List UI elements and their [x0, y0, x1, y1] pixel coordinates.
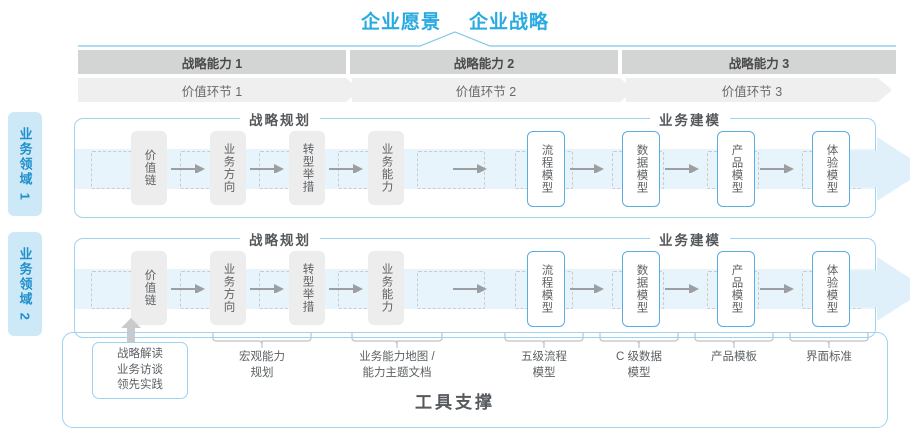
node-business-direction-2[interactable]: 业务方向 [210, 251, 246, 325]
node-business-capability-2[interactable]: 业务能力 [368, 251, 404, 325]
domain1-arrow-7 [760, 164, 794, 173]
tool-label-capability-map: 业务能力地图 /能力主题文档 [359, 350, 434, 381]
tool-label-text: C 级数据模型 [616, 351, 662, 379]
node-product-model-1[interactable]: 产品模型 [717, 131, 755, 207]
tool-label-ui-standard: 界面标准 [806, 350, 852, 366]
capability-cell-1: 战略能力 1 [78, 50, 346, 74]
node-business-capability-1[interactable]: 业务能力 [368, 131, 404, 205]
value-band-shapes [78, 78, 892, 102]
tool-label-five-level-process: 五级流程模型 [521, 350, 567, 381]
node-label: 产品模型 [730, 264, 743, 314]
capability-label-3: 战略能力 3 [728, 56, 790, 71]
value-link-cell-2: 价值环节 2 [352, 78, 620, 102]
section-title-business-modeling-2: 业务建模 [650, 229, 730, 249]
node-label: 转型举措 [301, 143, 314, 193]
value-link-label-3: 价值环节 3 [721, 84, 783, 99]
value-link-label-1: 价值环节 1 [181, 84, 243, 99]
node-label: 价值链 [143, 149, 156, 187]
section-title-text: 业务建模 [659, 233, 721, 248]
domain2-arrow-4 [453, 284, 487, 293]
domain-tab-label-2: 业务领域 2 [17, 246, 33, 322]
node-label: 业务方向 [222, 143, 235, 193]
value-link-cell-3: 价值环节 3 [626, 78, 878, 102]
tool-pill-text: 战略解读业务访谈领先实践 [117, 348, 163, 392]
capability-cell-3: 战略能力 3 [622, 50, 896, 74]
node-value-chain-1[interactable]: 价值链 [131, 131, 167, 205]
capability-label-1: 战略能力 1 [181, 56, 243, 71]
node-label: 数据模型 [635, 264, 648, 314]
node-label: 业务方向 [222, 263, 235, 313]
node-process-model-1[interactable]: 流程模型 [527, 131, 565, 207]
node-value-chain-2[interactable]: 价值链 [131, 251, 167, 325]
node-label: 转型举措 [301, 263, 314, 313]
vision-strategy-header: 企业愿景 企业战略 [0, 6, 910, 34]
node-data-model-2[interactable]: 数据模型 [622, 251, 660, 327]
node-transformation-1[interactable]: 转型举措 [289, 131, 325, 205]
header-connector-lines [78, 31, 896, 47]
section-title-business-modeling-1: 业务建模 [650, 109, 730, 129]
enterprise-strategy-title: 企业战略 [469, 11, 550, 33]
tool-label-text: 界面标准 [806, 351, 852, 363]
domain1-arrow-2 [250, 164, 284, 173]
tool-label-product-template: 产品模板 [711, 350, 757, 366]
capability-label-2: 战略能力 2 [453, 56, 515, 71]
domain2-arrow-1 [171, 284, 205, 293]
tool-label-text: 业务能力地图 /能力主题文档 [359, 351, 435, 379]
node-label: 流程模型 [540, 264, 553, 314]
domain-row-2: 价值链 业务方向 转型举措 业务能力 流程模型 数据模型 产品模型 体验模型 [74, 229, 910, 338]
node-label: 流程模型 [540, 144, 553, 194]
value-link-band: 价值环节 1 价值环节 2 价值环节 3 [78, 78, 896, 102]
node-product-model-2[interactable]: 产品模型 [717, 251, 755, 327]
tool-pill-strategy-interpretation[interactable]: 战略解读业务访谈领先实践 [92, 342, 188, 399]
domain2-arrow-7 [760, 284, 794, 293]
node-label: 体验模型 [825, 264, 838, 314]
tool-label-text: 产品模板 [711, 351, 757, 363]
domain1-arrow-6 [665, 164, 699, 173]
node-label: 价值链 [143, 269, 156, 307]
node-label: 业务能力 [380, 263, 393, 313]
node-business-direction-1[interactable]: 业务方向 [210, 131, 246, 205]
domain1-arrow-4 [453, 164, 487, 173]
tool-to-node-arrow [121, 318, 141, 342]
bottom-brackets [212, 332, 869, 348]
section-title-text: 战略规划 [249, 113, 311, 128]
domain2-arrow-5 [570, 284, 604, 293]
domain2-arrow-2 [250, 284, 284, 293]
enterprise-vision-title: 企业愿景 [360, 11, 441, 33]
value-link-cell-1: 价值环节 1 [78, 78, 346, 102]
node-label: 数据模型 [635, 144, 648, 194]
tool-support-container [62, 332, 888, 428]
node-experience-model-1[interactable]: 体验模型 [812, 131, 850, 207]
node-label: 体验模型 [825, 144, 838, 194]
domain-tab-2[interactable]: 业务领域 2 [8, 232, 42, 336]
domain-tab-1[interactable]: 业务领域 1 [8, 112, 42, 216]
tool-label-text: 宏观能力规划 [239, 351, 285, 379]
tool-label-text: 五级流程模型 [521, 351, 567, 379]
domain2-arrow-6 [665, 284, 699, 293]
node-label: 业务能力 [380, 143, 393, 193]
domain-row-1: 价值链 业务方向 转型举措 业务能力 流程模型 数据模型 产品模型 体验模型 [74, 109, 910, 218]
node-process-model-2[interactable]: 流程模型 [527, 251, 565, 327]
node-data-model-1[interactable]: 数据模型 [622, 131, 660, 207]
section-title-text: 战略规划 [249, 233, 311, 248]
node-experience-model-2[interactable]: 体验模型 [812, 251, 850, 327]
strategic-capability-bar: 战略能力 1 战略能力 2 战略能力 3 [78, 50, 896, 74]
domain-tab-label-1: 业务领域 1 [17, 126, 33, 202]
domain1-arrow-1 [171, 164, 205, 173]
node-transformation-2[interactable]: 转型举措 [289, 251, 325, 325]
domain2-arrow-3 [329, 284, 363, 293]
node-label: 产品模型 [730, 144, 743, 194]
capability-cell-2: 战略能力 2 [350, 50, 618, 74]
value-link-label-2: 价值环节 2 [455, 84, 517, 99]
tool-label-c-level-data: C 级数据模型 [616, 350, 662, 381]
section-title-text: 业务建模 [659, 113, 721, 128]
section-title-strategic-planning-1: 战略规划 [240, 109, 320, 129]
domain1-arrow-5 [570, 164, 604, 173]
tool-label-macro-capability: 宏观能力规划 [239, 350, 285, 381]
domain1-arrow-3 [329, 164, 363, 173]
tool-support-title: 工具支撑 [415, 393, 495, 412]
section-title-strategic-planning-2: 战略规划 [240, 229, 320, 249]
